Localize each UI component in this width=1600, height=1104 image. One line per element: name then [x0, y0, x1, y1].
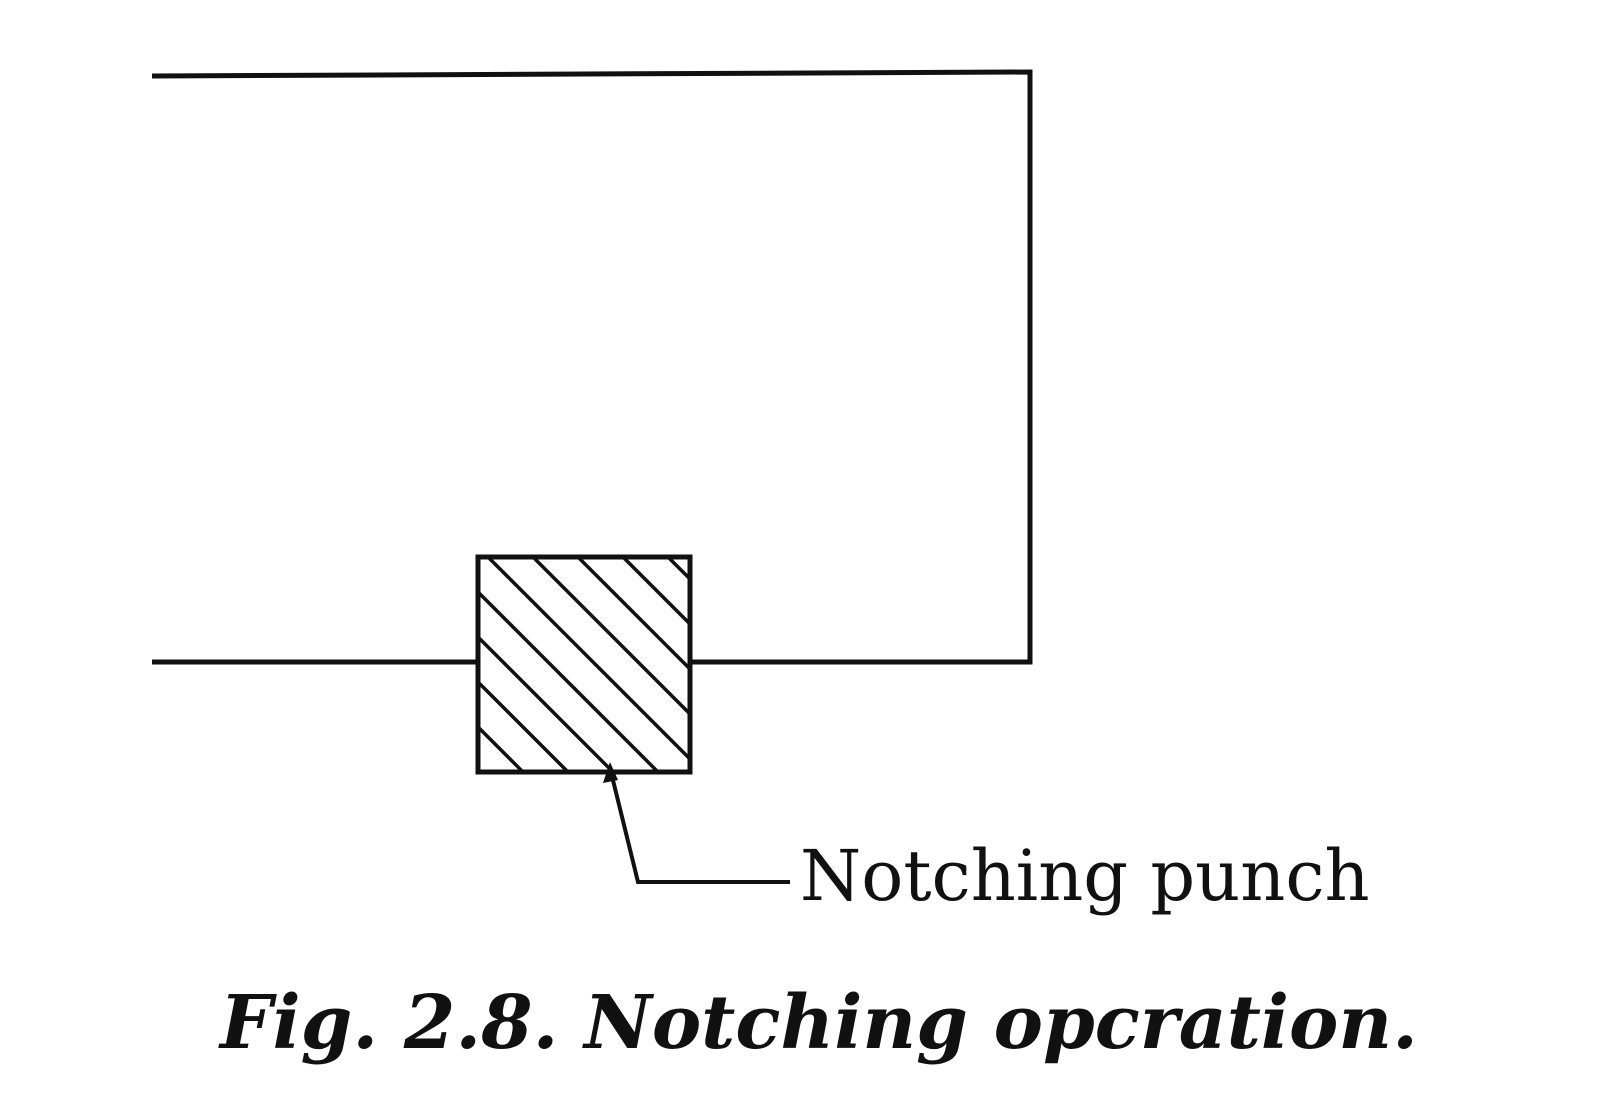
- hatch-line: [576, 557, 690, 672]
- notching-punch: [475, 554, 693, 775]
- hatch-line: [478, 634, 615, 772]
- leader-arrowhead: [603, 762, 618, 783]
- hatch-line: [486, 557, 690, 762]
- punch-outline: [475, 554, 693, 775]
- hatch-line: [531, 557, 690, 717]
- hatch-line: [478, 679, 570, 772]
- hatch-line: [621, 557, 690, 627]
- leader-line: [608, 767, 790, 884]
- punch-fill: [478, 557, 690, 772]
- hatch-line: [478, 724, 525, 772]
- punch-label: Notching punch: [800, 835, 1370, 917]
- sheet-outline: [151, 69, 1033, 665]
- figure-caption: Fig. 2.8. Notching opcration.: [218, 980, 1418, 1066]
